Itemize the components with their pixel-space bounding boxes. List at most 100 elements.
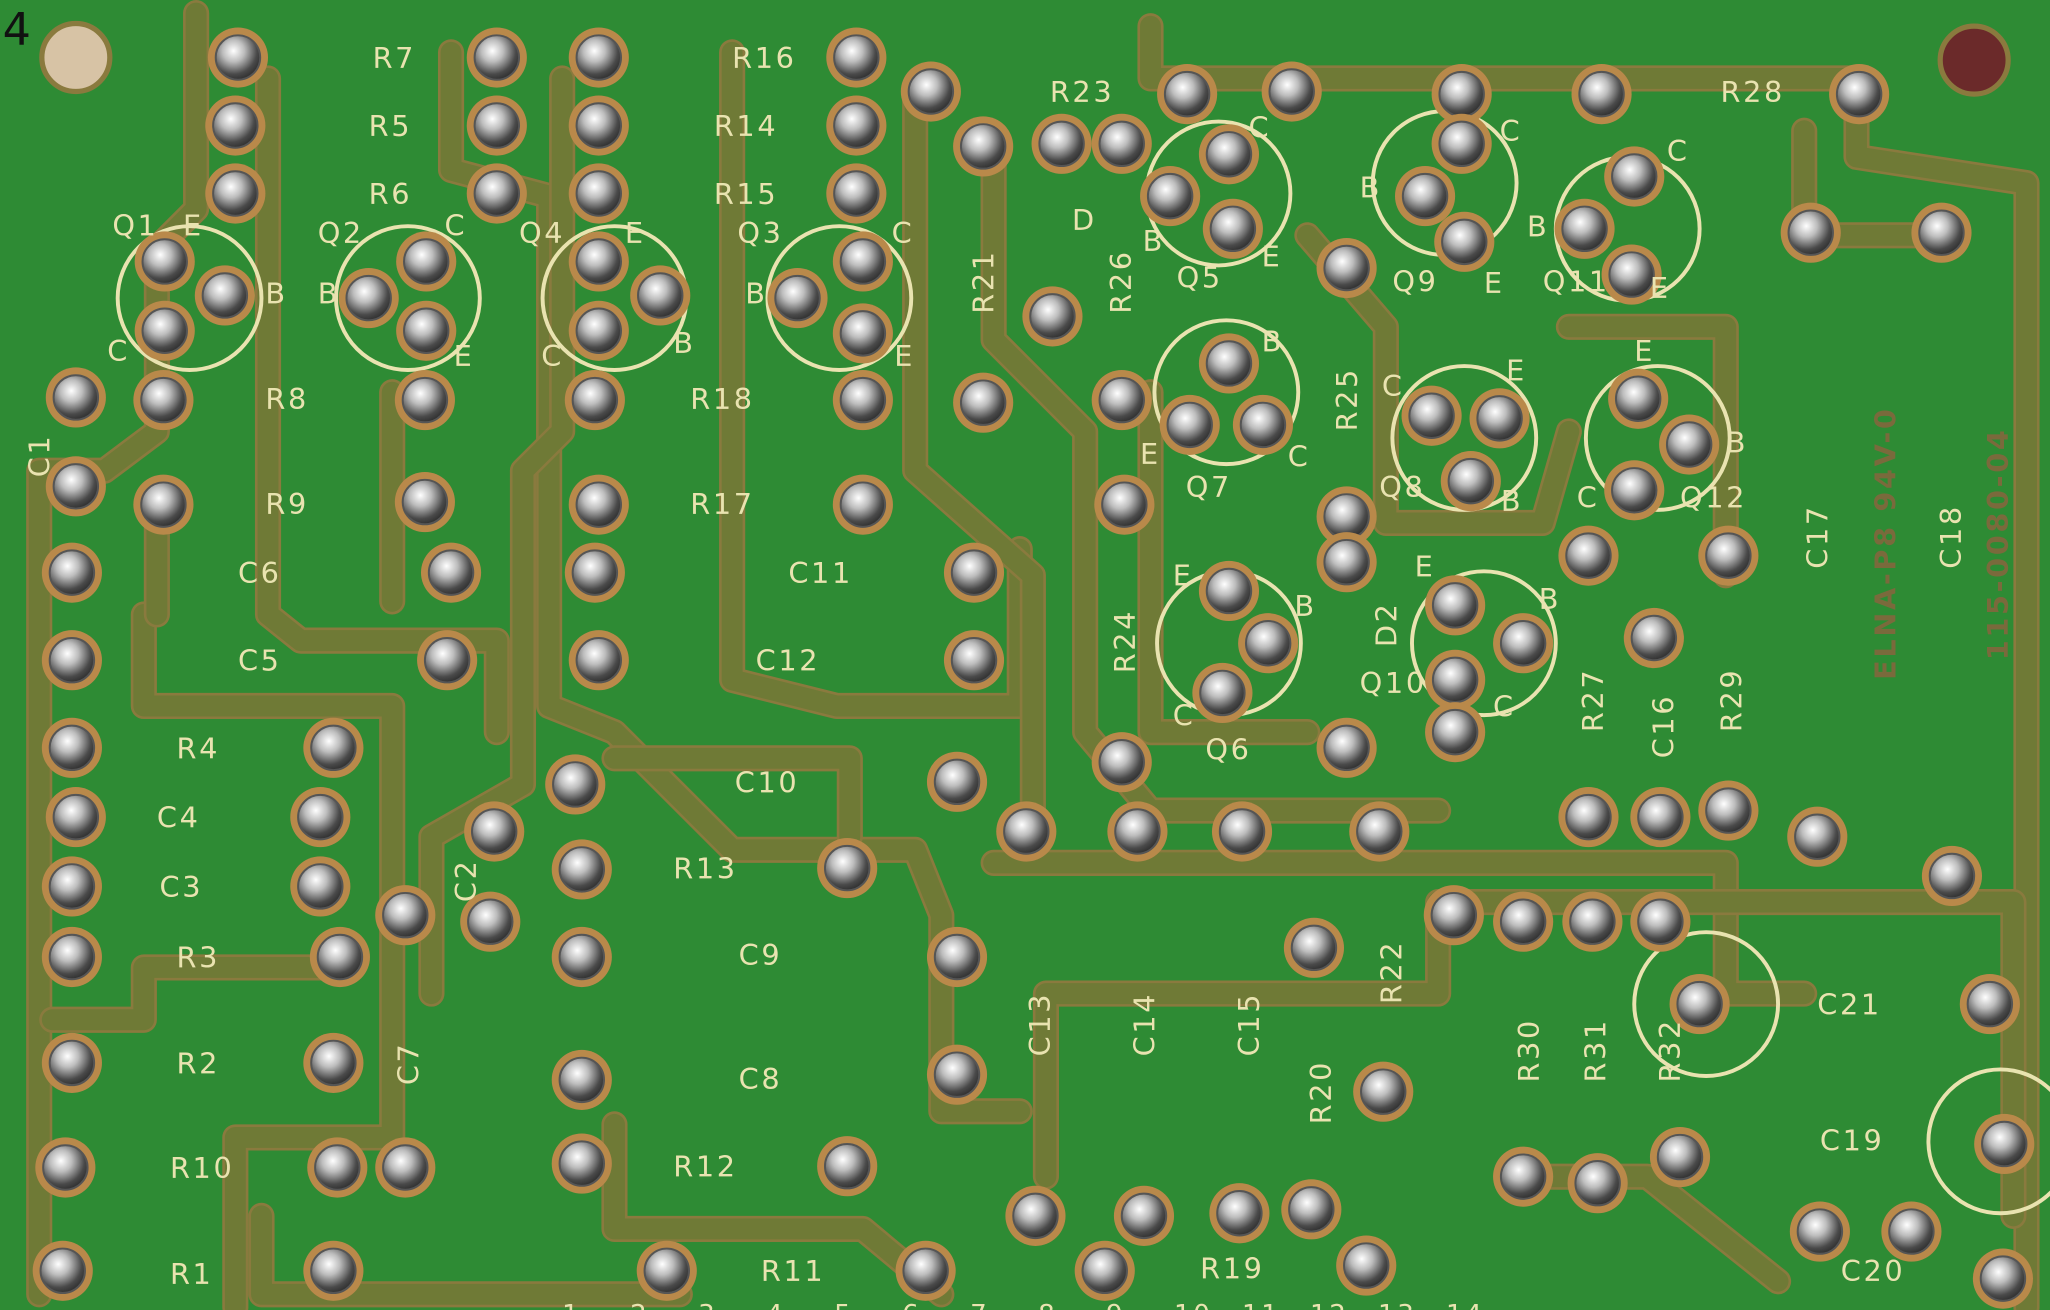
solder-joint [1438, 70, 1485, 118]
silkscreen-label-q6: Q6 [1205, 733, 1251, 767]
silkscreen-label-c15: C15 [1232, 992, 1266, 1057]
silkscreen-label-c: C [445, 208, 468, 242]
solder-joint [401, 478, 449, 526]
copper-trace [983, 146, 1449, 822]
edge-connector-numbers: 1234567891011121314 [562, 1300, 1484, 1310]
solder-joint [1098, 120, 1145, 168]
solder-joint [1918, 209, 1965, 256]
solder-joint [1205, 131, 1253, 178]
solder-joint [959, 123, 1007, 170]
solder-joint [382, 1144, 429, 1191]
solder-joint [1561, 205, 1608, 252]
silkscreen-label-r31: R31 [1578, 1018, 1612, 1082]
copper-trace [904, 81, 1044, 822]
solder-joint [575, 238, 622, 285]
edge-pin-number: 8 [1038, 1300, 1057, 1310]
solder-joint [1608, 251, 1655, 298]
silkscreen-label-r9: R9 [265, 487, 309, 521]
solder-joint [1656, 1133, 1704, 1181]
solder-joint [1565, 532, 1612, 579]
solder-joint [473, 170, 521, 217]
solder-joint [1794, 813, 1841, 860]
solder-joint [1499, 898, 1547, 945]
solder-joint [839, 481, 887, 528]
solder-joint [1476, 395, 1523, 442]
silkscreen-label-c16: C16 [1646, 694, 1680, 759]
solder-joint [558, 1140, 605, 1187]
solder-joint [314, 1144, 361, 1191]
edge-pin-number: 14 [1446, 1300, 1484, 1310]
silkscreen-label-r19: R19 [1200, 1252, 1264, 1286]
part-number: 115-0080-04 [1981, 428, 2015, 661]
silkscreen-label-q3: Q3 [737, 216, 783, 250]
solder-joint [1268, 68, 1315, 115]
silkscreen-label-c2: C2 [449, 858, 483, 902]
solder-joint [558, 933, 605, 981]
solder-joint [1637, 793, 1684, 841]
solder-joint [1290, 924, 1338, 972]
solder-joint [1441, 218, 1488, 266]
silkscreen-label-c21: C21 [1817, 988, 1882, 1022]
component-outline [334, 224, 482, 372]
solder-joint [1101, 481, 1148, 528]
solder-joint [310, 1247, 357, 1294]
solder-joint [1835, 70, 1883, 118]
silkscreen-label-r21: R21 [967, 249, 1001, 313]
solder-joint [575, 481, 622, 528]
silkscreen-label-q8: Q8 [1379, 470, 1425, 504]
silkscreen-label-r17: R17 [690, 487, 754, 521]
silkscreen-label-c5: C5 [238, 644, 282, 678]
solder-joint [1928, 852, 1976, 900]
edge-pin-number: 9 [1106, 1300, 1125, 1310]
edge-pin-number: 10 [1174, 1300, 1212, 1310]
silkscreen-label-e: E [894, 339, 915, 373]
silkscreen-label-r3: R3 [176, 940, 220, 974]
solder-joint [1431, 656, 1479, 704]
solder-joint [1081, 1247, 1128, 1294]
silkscreen-label-c8: C8 [739, 1062, 783, 1096]
solder-joint [1787, 209, 1834, 256]
solder-joint [907, 68, 955, 115]
silkscreen-label-r28: R28 [1721, 75, 1785, 109]
silkscreen-label-r20: R20 [1304, 1060, 1338, 1124]
solder-joint [1676, 980, 1723, 1028]
silkscreen-label-r1: R1 [170, 1257, 214, 1291]
solder-joint [212, 102, 259, 149]
solder-joint [1637, 898, 1684, 945]
component-outline [1926, 1067, 2050, 1216]
silkscreen-label-c13: C13 [1023, 992, 1057, 1057]
solder-joint [1966, 980, 2014, 1028]
silkscreen-label-e: E [454, 339, 475, 373]
silkscreen-label-c12: C12 [756, 644, 821, 678]
mounting-hole [1937, 23, 2011, 97]
solder-joint [571, 549, 619, 596]
solder-joint [1888, 1208, 1935, 1255]
solder-joint [212, 170, 259, 217]
copper-trace [257, 67, 508, 743]
solder-joint [473, 102, 521, 149]
solder-joint [571, 376, 619, 424]
solder-joint [1288, 1186, 1335, 1233]
solder-joint [467, 898, 514, 945]
silkscreen-label-b: B [745, 276, 767, 310]
silkscreen-label-r4: R4 [176, 731, 220, 765]
edge-pin-number: 6 [902, 1300, 921, 1310]
solder-joint [575, 307, 622, 354]
silkscreen-label-r26: R26 [1104, 249, 1138, 313]
copper-trace [1035, 891, 1449, 1188]
silkscreen-lines [115, 109, 2050, 1216]
solder-joint [1569, 898, 1616, 945]
solder-joint [839, 238, 887, 285]
silkscreen-label-r2: R2 [176, 1046, 220, 1080]
solder-joint [1705, 532, 1752, 579]
solder-joint [1323, 493, 1370, 540]
silkscreen-label-q4: Q4 [519, 216, 565, 250]
solder-joint [1431, 708, 1479, 756]
silkscreen-label-c: C [1500, 114, 1523, 148]
solder-joint [1614, 375, 1662, 422]
solder-joint [1705, 787, 1752, 834]
copper-trace [1296, 224, 1580, 534]
mounting-hole [39, 20, 113, 95]
silkscreen-label-e: E [1262, 240, 1283, 274]
